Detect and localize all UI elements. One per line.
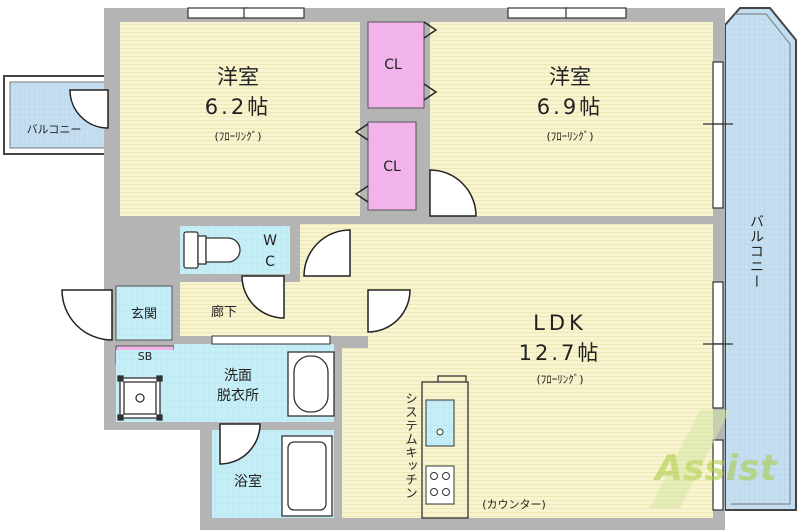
svg-text:Assist: Assist (652, 448, 778, 489)
toilet-icon (183, 231, 241, 269)
window-top-left (187, 7, 305, 19)
door-east-bedroom (429, 169, 477, 217)
west-bedroom-size: 6.2帖 (205, 95, 271, 119)
ldk-name: LDK (533, 311, 587, 335)
washroom-label-1: 洗面 (224, 368, 252, 384)
closet-top (367, 21, 425, 109)
west-bedroom-floor-type: (ﾌﾛｰﾘﾝｸﾞ) (214, 130, 261, 143)
east-bedroom-name: 洋室 (549, 65, 591, 89)
east-bedroom-floor (430, 22, 713, 216)
west-bedroom-floor (120, 22, 360, 216)
wc-label-w: W (263, 233, 277, 249)
ldk-floor-type: (ﾌﾛｰﾘﾝｸﾞ) (536, 373, 583, 386)
window-right-upper (703, 61, 733, 209)
wash-basin-icon (287, 351, 335, 417)
kitchen-label: システムキッチン (403, 392, 418, 500)
window-right-lower (703, 281, 733, 409)
closet-top-label: CL (384, 57, 402, 73)
door-hall-north (303, 229, 351, 277)
bathtub-icon (281, 435, 333, 517)
west-bedroom-name: 洋室 (217, 65, 259, 89)
east-bedroom-floor-type: (ﾌﾛｰﾘﾝｸﾞ) (546, 130, 593, 143)
washing-machine-icon (117, 375, 163, 421)
east-bedroom-size: 6.9帖 (537, 95, 603, 119)
door-closet-top (423, 21, 438, 101)
door-closet-bottom (354, 123, 369, 203)
kitchen-unit (421, 375, 469, 519)
counter-label: (カウンター) (482, 498, 546, 511)
window-top-right (507, 7, 627, 19)
door-ldk (367, 289, 411, 333)
window-right-bottom (712, 439, 724, 511)
bathroom-label: 浴室 (234, 473, 262, 490)
hall-shelf (211, 335, 331, 345)
ldk-size: 12.7帖 (519, 341, 602, 365)
door-entrance (61, 289, 113, 341)
wc-label-c: C (265, 254, 275, 270)
door-balcony-small (69, 89, 109, 129)
door-bathroom (219, 423, 261, 465)
closet-bottom-label: CL (383, 159, 401, 175)
balcony-large-label: バルコニー (748, 214, 764, 289)
closet-bottom (367, 121, 417, 211)
balcony-small-label: バルコニー (27, 123, 82, 136)
shoe-box-label: SB (138, 350, 153, 363)
washroom-label-2: 脱衣所 (217, 388, 259, 404)
entrance-label: 玄関 (131, 307, 157, 322)
door-wc (241, 275, 285, 319)
entrance-floor (115, 285, 173, 341)
assist-logo: Assist (650, 410, 779, 508)
hallway-label: 廊下 (211, 304, 237, 320)
